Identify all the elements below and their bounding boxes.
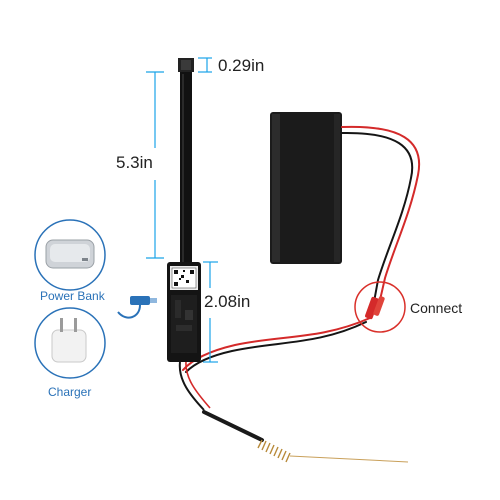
power-bank-icon: [45, 239, 95, 269]
usb-cable-icon: [117, 296, 157, 319]
lens-dimension-label: 0.29in: [218, 56, 265, 75]
dimension-cable: [146, 71, 164, 259]
battery-pack: [270, 112, 342, 264]
connect-label: Connect: [410, 300, 463, 316]
connect-highlight: [354, 281, 406, 333]
cable-dimension-label: 5.3in: [116, 153, 153, 172]
dimension-lens: [198, 57, 212, 73]
power-bank-label: Power Bank: [40, 289, 105, 303]
power-bank-badge: [34, 219, 106, 291]
antenna: [202, 410, 409, 463]
circuit-board: [167, 262, 211, 411]
charger-label: Charger: [48, 385, 92, 399]
camera-ribbon-cable: [178, 58, 194, 266]
charger-icon: [51, 318, 87, 363]
dimension-board: [203, 261, 218, 363]
board-dimension-label: 2.08in: [204, 292, 251, 311]
charger-badge: [34, 307, 106, 379]
